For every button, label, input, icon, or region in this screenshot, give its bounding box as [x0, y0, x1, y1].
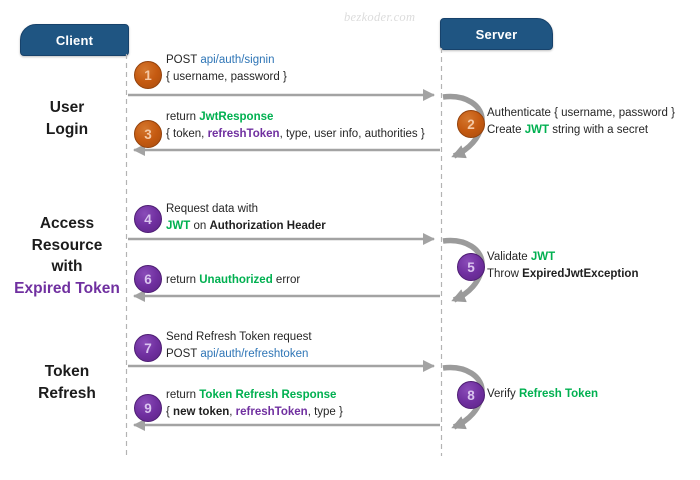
section-line: User — [49, 99, 85, 116]
section-label-token-refresh: Token Refresh — [8, 361, 126, 404]
step-circle-2: 2 — [457, 110, 485, 138]
step-circle-8: 8 — [457, 381, 485, 409]
step-number: 8 — [467, 387, 475, 403]
server-lifeline-header: Server — [440, 18, 553, 50]
message-text: return — [166, 389, 200, 401]
section-line: Resource — [31, 236, 103, 254]
endpoint-text: api/auth/signin — [200, 54, 275, 66]
keyword-purple: refreshToken — [207, 128, 280, 140]
section-line: Access — [39, 215, 95, 232]
message-text: return — [166, 274, 200, 286]
message-step-5: Validate JWT Throw ExpiredJwtException — [487, 249, 638, 283]
step-number: 2 — [467, 116, 475, 132]
keyword-green: JWT — [524, 124, 549, 136]
message-text: { username, password } — [166, 71, 287, 83]
keyword-bold: new token — [173, 406, 230, 418]
step-circle-3: 3 — [134, 120, 162, 148]
message-step-1: POST api/auth/signin { username, passwor… — [166, 52, 287, 86]
message-text: Authenticate { username, password } — [487, 107, 675, 119]
client-label: Client — [55, 32, 94, 48]
message-step-8: Verify Refresh Token — [487, 386, 598, 403]
step-circle-6: 6 — [134, 265, 162, 293]
message-step-9: return Token Refresh Response { new toke… — [166, 387, 343, 421]
message-text: Verify — [487, 388, 519, 400]
section-line: Token — [44, 363, 90, 380]
message-text: POST — [166, 348, 201, 360]
message-text: string with a secret — [549, 124, 649, 136]
message-step-4: Request data with JWT on Authorization H… — [166, 201, 326, 235]
message-step-3: return JwtResponse { token, refreshToken… — [166, 109, 425, 143]
keyword-purple: refreshToken — [235, 406, 308, 418]
section-line: Login — [45, 120, 89, 138]
step-circle-5: 5 — [457, 253, 485, 281]
message-step-2: Authenticate { username, password } Crea… — [487, 105, 675, 139]
message-step-7: Send Refresh Token request POST api/auth… — [166, 329, 312, 363]
message-text: Request data with — [166, 203, 259, 215]
step-circle-9: 9 — [134, 394, 162, 422]
step-number: 9 — [144, 400, 152, 416]
section-label-user-login: User Login — [8, 97, 126, 140]
keyword-green: JWT — [530, 251, 556, 263]
watermark: bezkoder.com — [344, 10, 416, 24]
section-label-access-resource: Access Resource with Expired Token — [8, 213, 126, 299]
step-number: 7 — [144, 340, 152, 356]
message-text: return — [166, 111, 200, 123]
message-text: POST — [166, 54, 201, 66]
keyword-green: Token Refresh Response — [199, 389, 337, 401]
keyword-green: JwtResponse — [199, 111, 274, 123]
message-text: , — [229, 406, 236, 418]
step-number: 1 — [144, 67, 152, 83]
message-text: { — [166, 406, 174, 418]
message-text: on — [190, 220, 210, 232]
keyword-green: Refresh Token — [518, 388, 598, 400]
step-circle-7: 7 — [134, 334, 162, 362]
message-text: Validate — [487, 251, 531, 263]
section-line-expired-token: Expired Token — [14, 279, 120, 297]
step-number: 4 — [144, 211, 152, 227]
step-circle-1: 1 — [134, 61, 162, 89]
step-number: 5 — [467, 259, 475, 275]
keyword-green: Unauthorized — [199, 274, 273, 286]
message-text: , type, user info, authorities } — [279, 128, 425, 140]
step-number: 3 — [144, 126, 152, 142]
message-text: error — [272, 274, 301, 286]
section-line: with — [51, 258, 83, 275]
keyword-bold: ExpiredJwtException — [522, 268, 639, 280]
message-text: Create — [487, 124, 525, 136]
step-number: 6 — [144, 271, 152, 287]
section-line: Refresh — [38, 384, 96, 402]
step-circle-4: 4 — [134, 205, 162, 233]
server-label: Server — [475, 26, 518, 42]
keyword-bold: Authorization Header — [209, 220, 326, 232]
message-text: , type } — [307, 406, 343, 418]
endpoint-text: api/auth/refreshtoken — [200, 348, 309, 360]
keyword-green: JWT — [166, 220, 191, 232]
client-lifeline-header: Client — [20, 24, 129, 56]
message-text: { token, — [166, 128, 208, 140]
message-text: Send Refresh Token request — [166, 331, 312, 343]
message-step-6: return Unauthorized error — [166, 272, 300, 289]
message-text: Throw — [487, 268, 523, 280]
